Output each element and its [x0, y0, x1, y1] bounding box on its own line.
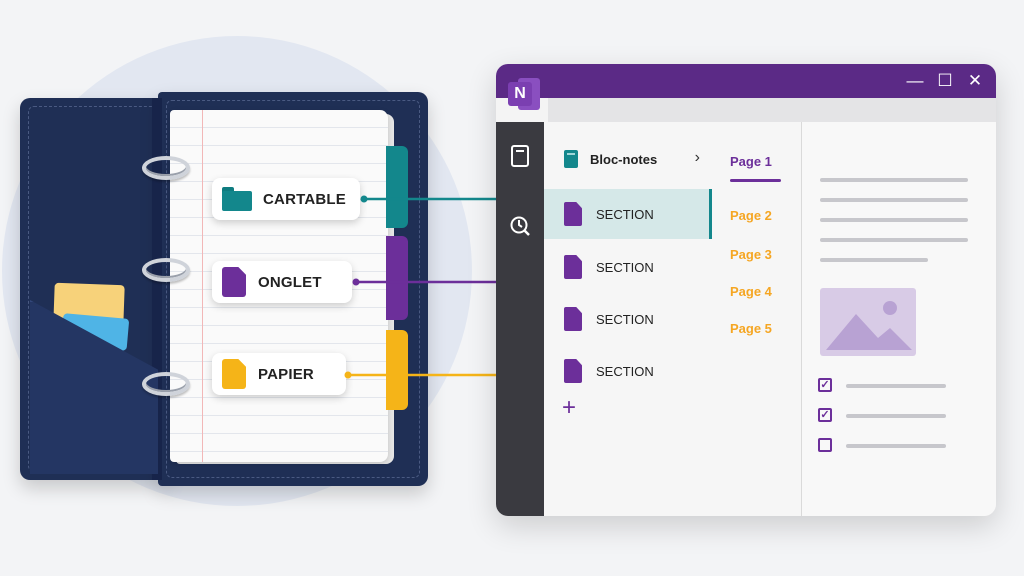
- notebook-name: Bloc-notes: [590, 151, 658, 167]
- page-item-4[interactable]: Page 4: [730, 284, 772, 299]
- binder-ring: [142, 258, 190, 282]
- page-item-2[interactable]: Page 2: [730, 208, 772, 223]
- notebook-selector[interactable]: Bloc-notes ›: [544, 142, 712, 176]
- binder-tab-yellow: [386, 330, 408, 410]
- binder-ring: [142, 156, 190, 180]
- section-label: SECTION: [596, 311, 654, 327]
- onenote-window: N — ☐ ✕ Bloc-notes › SECTION SECTION SEC…: [496, 64, 996, 516]
- chevron-right-icon: ›: [694, 149, 700, 166]
- section-item-1[interactable]: SECTION: [544, 189, 712, 239]
- add-section-button[interactable]: +: [562, 394, 577, 421]
- checkbox-checked[interactable]: ✓: [818, 378, 832, 392]
- check-mark: ✓: [820, 409, 830, 421]
- section-icon: [564, 255, 582, 279]
- maximize-button[interactable]: ☐: [937, 71, 953, 90]
- label-text: ONGLET: [258, 273, 322, 291]
- document-icon: [222, 267, 246, 297]
- check-mark: ✓: [820, 379, 830, 391]
- label-papier: PAPIER: [212, 353, 346, 395]
- notebook-icon: [564, 150, 578, 168]
- page-item-1[interactable]: Page 1: [730, 154, 772, 169]
- binder-illustration: CARTABLE ONGLET PAPIER: [0, 0, 480, 576]
- text-line: [820, 258, 928, 262]
- page-item-5[interactable]: Page 5: [730, 321, 772, 336]
- section-label: SECTION: [596, 206, 654, 222]
- section-label: SECTION: [596, 259, 654, 275]
- page-item-3[interactable]: Page 3: [730, 247, 772, 262]
- notebook-icon[interactable]: [508, 144, 532, 168]
- minimize-button[interactable]: —: [906, 71, 924, 90]
- ribbon-area: [548, 98, 996, 122]
- section-item-2[interactable]: SECTION: [544, 242, 712, 292]
- section-item-4[interactable]: SECTION: [544, 346, 712, 396]
- nav-rail: [496, 122, 544, 516]
- sections-pane: Bloc-notes › SECTION SECTION SECTION SEC…: [544, 122, 713, 516]
- text-line: [846, 444, 946, 448]
- checkbox-checked[interactable]: ✓: [818, 408, 832, 422]
- binder-tab-teal: [386, 146, 408, 228]
- label-onglet: ONGLET: [212, 261, 352, 303]
- active-page-indicator: [730, 179, 781, 182]
- onenote-logo-icon: N: [506, 76, 542, 112]
- text-line: [846, 384, 946, 388]
- history-icon[interactable]: [508, 214, 532, 238]
- folder-icon: [222, 187, 252, 211]
- binder-spine: [152, 98, 162, 480]
- label-text: PAPIER: [258, 365, 314, 383]
- label-text: CARTABLE: [263, 190, 346, 208]
- label-cartable: CARTABLE: [212, 178, 360, 220]
- image-placeholder-icon: [820, 288, 916, 356]
- text-line: [820, 198, 968, 202]
- binder-tab-purple: [386, 236, 408, 320]
- page-content: ✓ ✓: [802, 122, 996, 516]
- checkbox-unchecked[interactable]: [818, 438, 832, 452]
- logo-letter: N: [508, 82, 532, 106]
- title-bar: [496, 64, 996, 98]
- section-icon: [564, 359, 582, 383]
- close-button[interactable]: ✕: [967, 71, 983, 90]
- section-item-3[interactable]: SECTION: [544, 294, 712, 344]
- text-line: [820, 218, 968, 222]
- text-line: [820, 238, 968, 242]
- text-line: [846, 414, 946, 418]
- binder-ring: [142, 372, 190, 396]
- pages-pane: Page 1 Page 2 Page 3 Page 4 Page 5: [712, 122, 802, 516]
- section-icon: [564, 307, 582, 331]
- text-line: [820, 178, 968, 182]
- document-icon: [222, 359, 246, 389]
- section-icon: [564, 202, 582, 226]
- section-label: SECTION: [596, 363, 654, 379]
